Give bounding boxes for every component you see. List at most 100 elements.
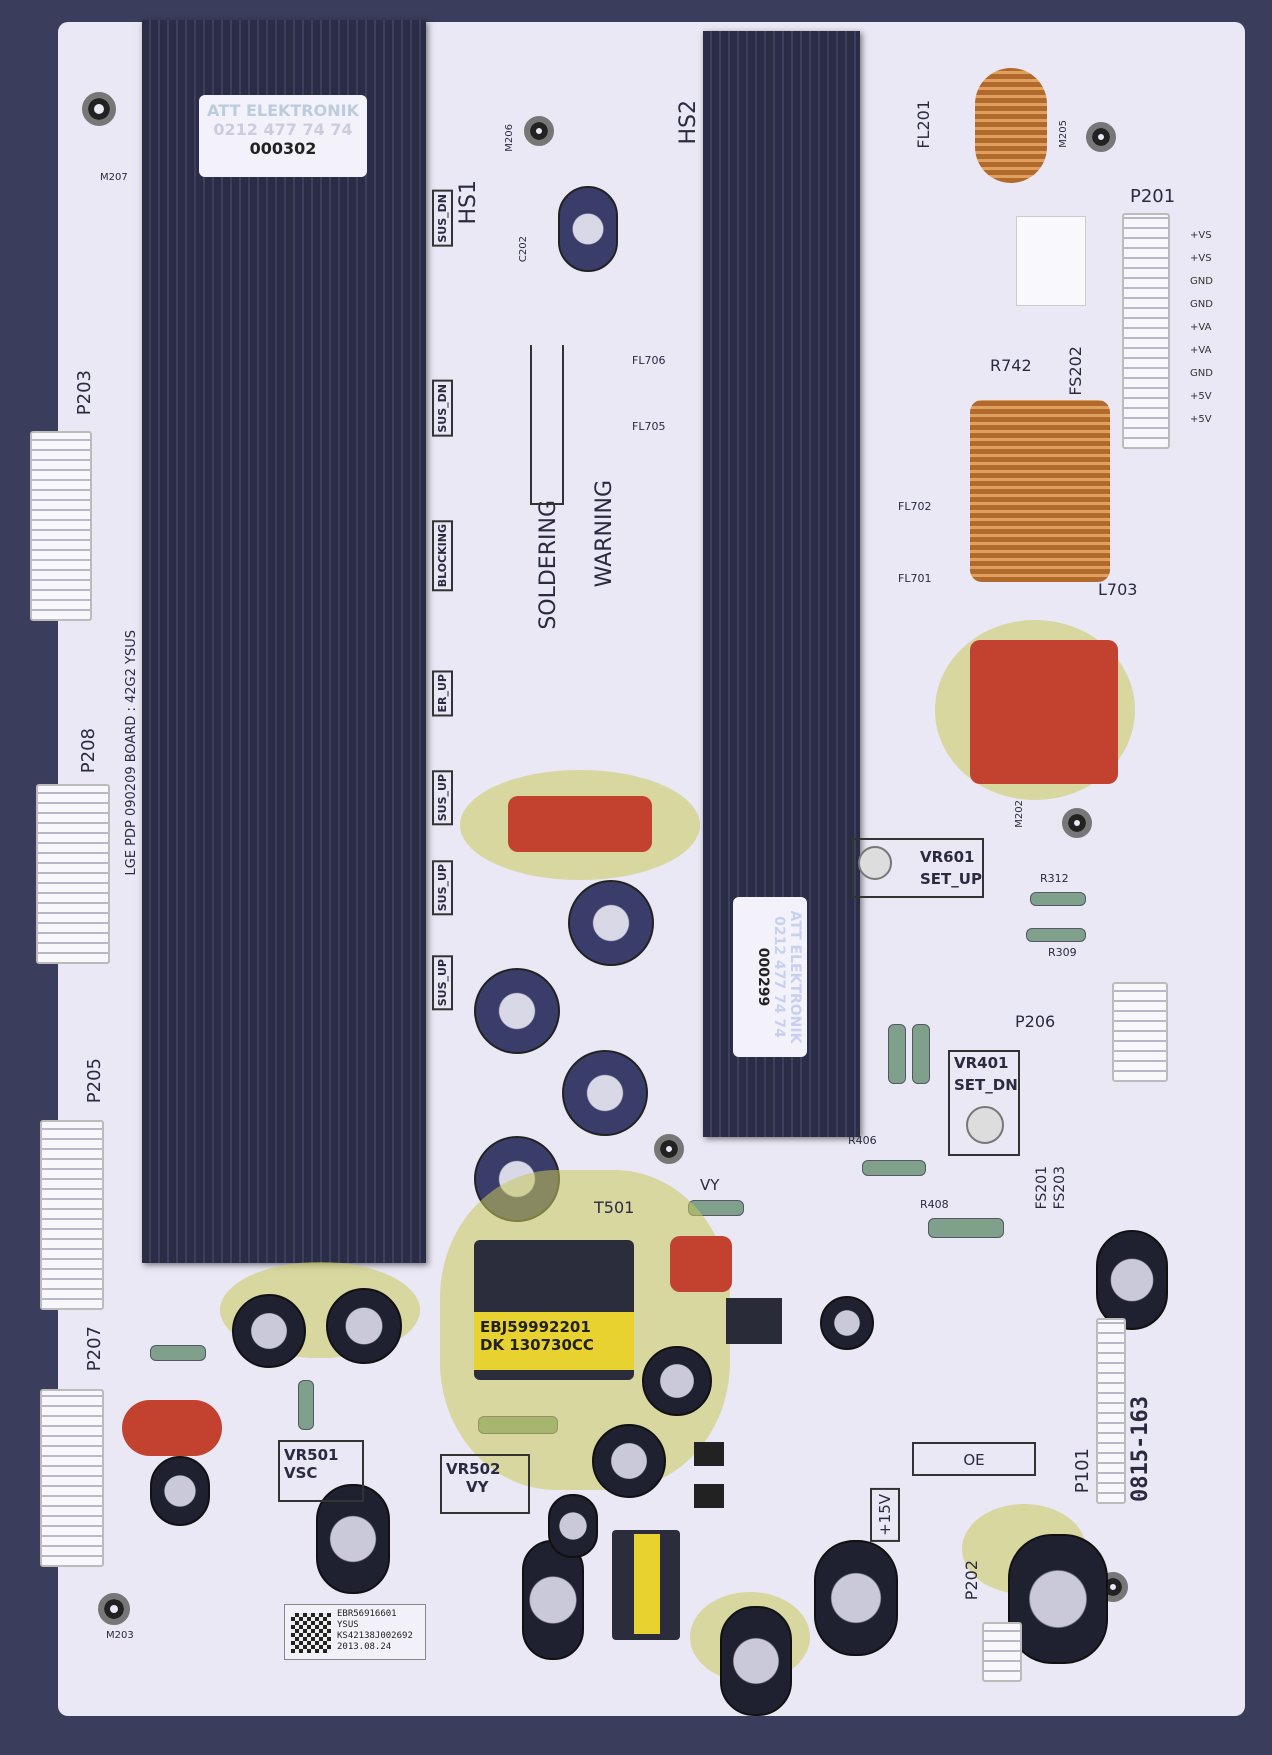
silk-label: SET_DN xyxy=(954,1076,1018,1094)
mounting-hole xyxy=(1086,122,1116,152)
electrolytic-capacitor xyxy=(814,1540,898,1656)
datamatrix-code xyxy=(291,1613,331,1653)
sticker-text: 0212 477 74 74 xyxy=(213,120,353,139)
toroid-fl201 xyxy=(975,68,1047,183)
connector-label: P203 xyxy=(74,370,95,416)
vr501-box: VR501 VSC xyxy=(278,1440,364,1502)
board-id-text: LGE PDP 090209 BOARD : 42G2 YSUS xyxy=(124,630,139,876)
silk-label: FL706 xyxy=(632,354,666,367)
part-number: EBR56916601 xyxy=(337,1609,397,1619)
vr601-box xyxy=(852,838,984,898)
electrolytic-capacitor xyxy=(316,1484,390,1594)
capacitor-c202 xyxy=(558,186,618,272)
transformer-part: EBJ59992201 xyxy=(480,1318,591,1336)
silk-label: VY xyxy=(700,1176,720,1194)
transformer-small-tape xyxy=(634,1534,660,1634)
silk-label: VR501 xyxy=(284,1446,339,1464)
soldering-text: SOLDERING xyxy=(536,500,561,630)
silk-label: FL701 xyxy=(898,572,932,585)
connector-p201 xyxy=(1122,213,1170,449)
connector-p207 xyxy=(40,1389,104,1567)
mounting-hole xyxy=(82,92,116,126)
connector-p203 xyxy=(30,431,92,621)
inductor-l703 xyxy=(970,400,1110,582)
transformer-label: EBJ59992201 DK 130730CC xyxy=(474,1312,634,1370)
connector-p202 xyxy=(982,1622,1022,1682)
connector-p206 xyxy=(1112,982,1168,1082)
connector-p101 xyxy=(1096,1318,1126,1504)
transformer-code: DK 130730CC xyxy=(480,1336,594,1354)
mounting-hole xyxy=(524,116,554,146)
sticker-text: ATT ELEKTRONIK xyxy=(207,101,359,120)
electrolytic-capacitor xyxy=(642,1346,712,1416)
mounting-hole xyxy=(1062,808,1092,838)
hs1-label: HS1 xyxy=(456,180,481,225)
handwritten-code: 0815-163 xyxy=(1128,1396,1153,1502)
silk-label: OE xyxy=(963,1451,985,1469)
silk-label: R312 xyxy=(1040,872,1069,885)
sticker-text: 0212 477 74 74 xyxy=(771,916,787,1038)
pin-label: +VS xyxy=(1190,253,1212,264)
connector-label: P101 xyxy=(1072,1448,1093,1494)
electrolytic-capacitor xyxy=(720,1606,792,1716)
silk-label: FL201 xyxy=(914,100,933,149)
silk-label: FS202 xyxy=(1066,346,1085,396)
hs2-label: HS2 xyxy=(676,100,701,145)
trimmer-vr401[interactable] xyxy=(966,1106,1004,1144)
silk-label: R408 xyxy=(920,1198,949,1211)
connector-label: P207 xyxy=(84,1326,105,1372)
silk-label: SUS_UP xyxy=(432,770,453,826)
electrolytic-capacitor xyxy=(150,1456,210,1526)
warning-text: WARNING xyxy=(592,480,617,588)
pin-label: GND xyxy=(1190,368,1213,379)
pin-label: +VA xyxy=(1190,322,1212,333)
silk-label: FS203 xyxy=(1052,1166,1068,1210)
connector-label: P206 xyxy=(1015,1012,1056,1031)
resistor-r312 xyxy=(1030,892,1086,906)
p201-pin-labels: +VS +VS GND GND +VA +VA GND +5V +5V xyxy=(1190,224,1213,431)
electrolytic-capacitor xyxy=(474,968,560,1054)
silk-label: VR601 xyxy=(920,848,975,866)
silk-label-m205: M205 xyxy=(1058,120,1069,148)
ic303 xyxy=(694,1442,724,1466)
vr502-box: VR502 VY xyxy=(440,1454,530,1514)
heatsink-hs1 xyxy=(142,20,426,1263)
trimmer-vr601[interactable] xyxy=(858,846,892,880)
silk-label: C202 xyxy=(518,236,529,263)
ic302 xyxy=(694,1484,724,1508)
pin-label: +VS xyxy=(1190,230,1212,241)
resistor-r309 xyxy=(1026,928,1086,942)
pin-label: GND xyxy=(1190,276,1213,287)
sticker-text: ATT ELEKTRONIK xyxy=(787,910,803,1044)
mounting-hole xyxy=(98,1593,130,1625)
pin-label: +5V xyxy=(1190,414,1212,425)
electrolytic-capacitor xyxy=(820,1296,874,1350)
silk-label: R742 xyxy=(990,356,1032,375)
arrow-icon xyxy=(530,345,564,505)
pin-label: +VA xyxy=(1190,345,1212,356)
serial-number: KS42138J002692 xyxy=(337,1631,413,1641)
resistor xyxy=(888,1024,906,1084)
pin-label: +5V xyxy=(1190,391,1212,402)
connector-label: P201 xyxy=(1130,186,1176,207)
silk-label: FL702 xyxy=(898,500,932,513)
resistor xyxy=(150,1345,206,1361)
silk-label: SUS_DN xyxy=(432,190,453,247)
silk-label: M203 xyxy=(106,1630,134,1641)
silk-label: L703 xyxy=(1098,580,1138,599)
service-sticker-top: ATT ELEKTRONIK 0212 477 74 74 000302 xyxy=(199,95,367,177)
silk-label: SUS_UP xyxy=(432,955,453,1011)
silk-label: ER_UP xyxy=(432,670,453,717)
silk-label: FL705 xyxy=(632,420,666,433)
silk-label: SUS_DN xyxy=(432,380,453,437)
connector-label: P208 xyxy=(78,728,99,774)
product-label: EBR56916601 YSUS KS42138J002692 2013.08.… xyxy=(284,1604,426,1660)
silk-label-m206: M206 xyxy=(504,124,515,152)
silk-label: VR502 xyxy=(446,1460,501,1478)
silk-label: M207 xyxy=(100,172,128,183)
capacitor-red-film xyxy=(670,1236,732,1292)
manufacture-date: 2013.08.24 xyxy=(337,1642,392,1652)
silk-label: T501 xyxy=(594,1198,635,1217)
resistor xyxy=(298,1380,314,1430)
electrolytic-capacitor xyxy=(568,880,654,966)
